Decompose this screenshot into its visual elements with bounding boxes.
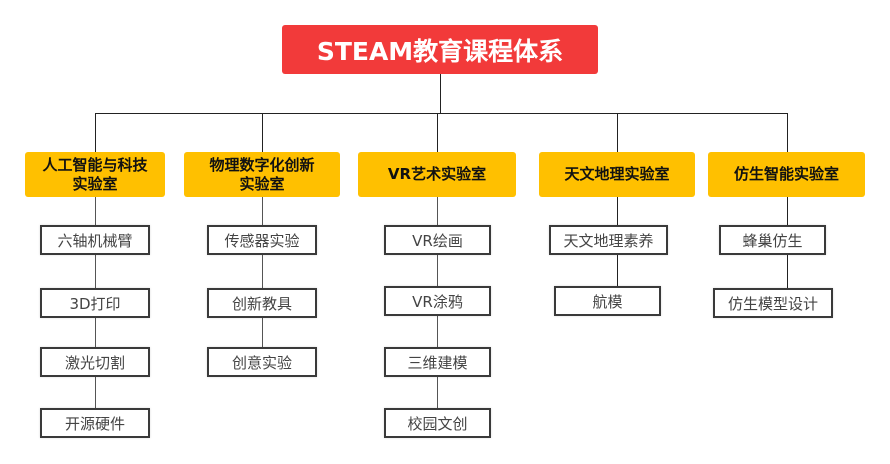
course-node: 创新教具 <box>207 288 317 318</box>
category-label: 实验室 <box>72 174 118 193</box>
category-connector <box>95 113 96 152</box>
course-node: 激光切割 <box>40 347 150 377</box>
course-node: 开源硬件 <box>40 408 150 438</box>
category-bionic-intelligence-lab: 仿生智能实验室 <box>708 152 865 197</box>
course-node: 创意实验 <box>207 347 317 377</box>
category-connector <box>787 113 788 152</box>
category-label: 人工智能与科技 <box>42 155 148 174</box>
category-label: VR艺术实验室 <box>387 165 487 183</box>
category-label: 实验室 <box>239 174 285 193</box>
course-node: 传感器实验 <box>207 225 317 255</box>
category-connector <box>617 113 618 152</box>
child-connector <box>262 197 263 362</box>
course-node: VR涂鸦 <box>384 286 491 316</box>
category-label: 仿生智能实验室 <box>733 165 839 183</box>
course-node: 仿生模型设计 <box>713 288 833 318</box>
category-connector <box>262 113 263 152</box>
course-node: 校园文创 <box>384 408 491 438</box>
course-node: 三维建模 <box>384 347 491 377</box>
category-vr-art-lab: VR艺术实验室 <box>358 152 516 197</box>
course-node: 航模 <box>554 286 661 316</box>
course-node: 天文地理素养 <box>549 225 668 255</box>
branch-connector <box>95 113 787 114</box>
category-label: 物理数字化创新 <box>209 155 315 174</box>
course-node: 六轴机械臂 <box>40 225 150 255</box>
category-ai-tech-lab: 人工智能与科技 实验室 <box>25 152 165 197</box>
diagram-title: STEAM教育课程体系 <box>282 25 598 74</box>
course-node: 3D打印 <box>40 288 150 318</box>
category-connector <box>437 113 438 152</box>
category-physics-digital-lab: 物理数字化创新 实验室 <box>184 152 340 197</box>
root-connector <box>440 74 441 113</box>
category-astronomy-geography-lab: 天文地理实验室 <box>539 152 695 197</box>
course-node: 蜂巢仿生 <box>719 225 826 255</box>
category-label: 天文地理实验室 <box>564 165 670 183</box>
course-node: VR绘画 <box>384 225 491 255</box>
